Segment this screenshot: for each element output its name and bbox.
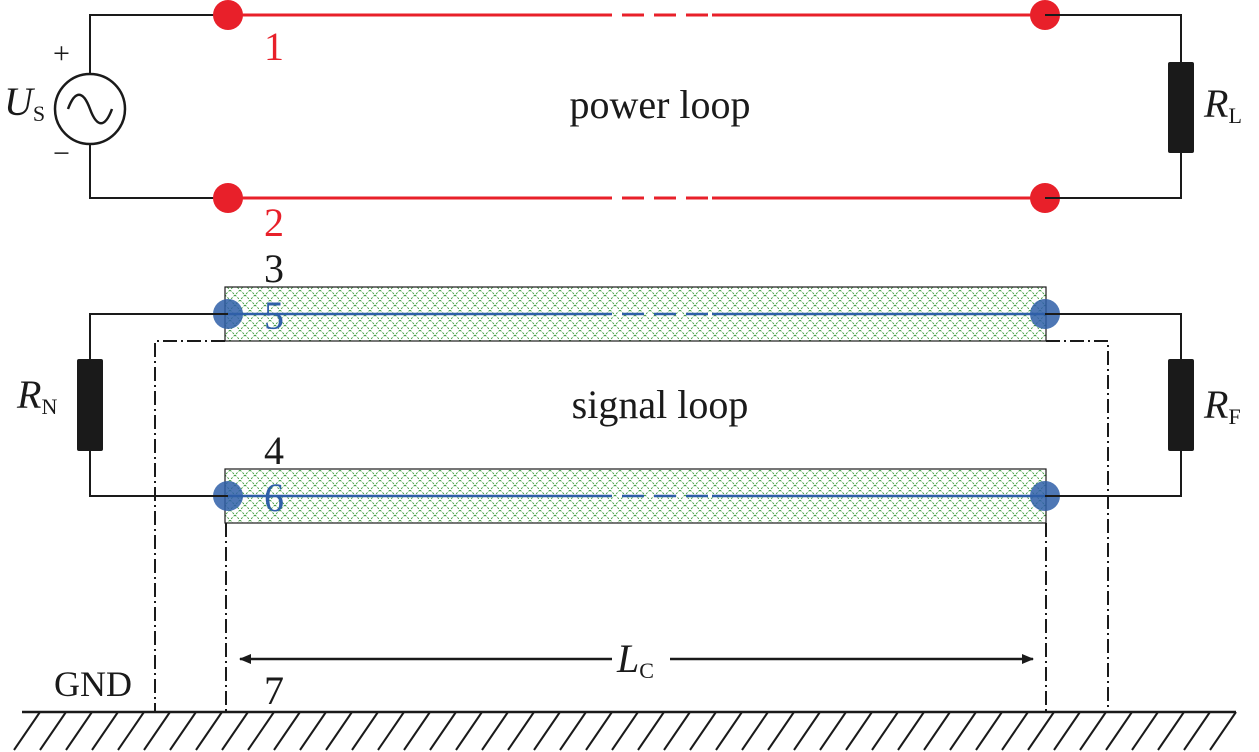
ground-hatch-line bbox=[819, 711, 847, 751]
source-wire-top bbox=[89, 14, 228, 80]
ground-hatch-line bbox=[1105, 711, 1133, 751]
power-loop: + − US 1 2 RL power loop bbox=[4, 0, 1242, 245]
shield-3-near-ground bbox=[154, 340, 225, 712]
conductor-7-label: 7 bbox=[264, 668, 284, 713]
conductor-1-near-node bbox=[213, 0, 243, 30]
ground-hatch-line bbox=[767, 711, 795, 751]
ground-hatch-line bbox=[351, 711, 379, 751]
ground-hatch-line bbox=[923, 711, 951, 751]
ground-hatch-line bbox=[1209, 711, 1237, 751]
conductor-2 bbox=[213, 183, 1060, 213]
ground-hatch-icon bbox=[13, 710, 1237, 751]
ground-hatch-line bbox=[1001, 711, 1029, 751]
source-plus-sign: + bbox=[53, 37, 70, 70]
source-minus-sign: − bbox=[53, 137, 70, 170]
conductor-5 bbox=[213, 299, 1060, 329]
conductor-6 bbox=[213, 481, 1060, 511]
signal-loop: 3 5 4 6 RN RF signal loop bbox=[16, 246, 1241, 524]
ground-hatch-line bbox=[1131, 711, 1159, 751]
ground-hatch-line bbox=[975, 711, 1003, 751]
conductor-5-label: 5 bbox=[264, 293, 284, 338]
ground-hatch-line bbox=[559, 711, 587, 751]
ground-hatch-line bbox=[715, 711, 743, 751]
near-end-label: RN bbox=[16, 372, 57, 419]
conductor-1 bbox=[213, 0, 1060, 30]
ground-hatch-line bbox=[1053, 711, 1081, 751]
length-dimension: LC bbox=[239, 636, 1034, 683]
ground-hatch-line bbox=[845, 711, 873, 751]
ground-hatch-line bbox=[273, 711, 301, 751]
load-wire bbox=[1045, 14, 1182, 199]
ground-hatch-line bbox=[169, 711, 197, 751]
ground-hatch-line bbox=[1183, 711, 1211, 751]
ground-hatch-line bbox=[299, 711, 327, 751]
conductor-2-label: 2 bbox=[264, 200, 284, 245]
ground-hatch-line bbox=[403, 711, 431, 751]
ground-hatch-line bbox=[507, 711, 535, 751]
ground-hatch-line bbox=[637, 711, 665, 751]
shield-ground-connections bbox=[154, 340, 1109, 712]
ground-hatch-line bbox=[533, 711, 561, 751]
conductor-3-label: 3 bbox=[264, 246, 284, 291]
power-loop-label: power loop bbox=[569, 82, 750, 127]
ground-hatch-line bbox=[663, 711, 691, 751]
ground-hatch-line bbox=[1157, 711, 1185, 751]
ground-hatch-line bbox=[429, 711, 457, 751]
load-label: RL bbox=[1203, 81, 1242, 128]
near-end-wire bbox=[89, 313, 228, 497]
ground-hatch-line bbox=[195, 711, 223, 751]
ground-hatch-line bbox=[325, 711, 353, 751]
ground-label: GND bbox=[54, 664, 132, 704]
ground-hatch-line bbox=[689, 711, 717, 751]
conductor-2-near-node bbox=[213, 183, 243, 213]
ground-hatch-line bbox=[897, 711, 925, 751]
ground-hatch-line bbox=[741, 711, 769, 751]
far-end-label: RF bbox=[1203, 382, 1241, 429]
ground-hatch-line bbox=[1027, 711, 1055, 751]
ground-hatch-line bbox=[13, 711, 41, 751]
load-resistor bbox=[1168, 62, 1194, 153]
source-wire-bottom bbox=[89, 138, 228, 199]
ground-hatch-line bbox=[247, 711, 275, 751]
conductor-4-label: 4 bbox=[264, 428, 284, 473]
ground-hatch-line bbox=[585, 711, 613, 751]
far-end-wire bbox=[1045, 313, 1182, 497]
ground-hatch-line bbox=[91, 711, 119, 751]
ac-source-icon bbox=[53, 72, 127, 146]
conductor-6-label: 6 bbox=[264, 475, 284, 520]
near-end-resistor bbox=[77, 359, 103, 451]
length-label: LC bbox=[616, 636, 654, 683]
ground-hatch-line bbox=[143, 711, 171, 751]
shield-3-far-ground bbox=[1046, 340, 1109, 712]
conductor-1-label: 1 bbox=[264, 24, 284, 69]
ground-hatch-line bbox=[1079, 711, 1107, 751]
signal-loop-label: signal loop bbox=[572, 382, 749, 427]
ground-hatch-line bbox=[871, 711, 899, 751]
ground-hatch-line bbox=[481, 711, 509, 751]
ground-hatch-line bbox=[455, 711, 483, 751]
ground-hatch-line bbox=[65, 711, 93, 751]
ground-hatch-line bbox=[611, 711, 639, 751]
ground-hatch-line bbox=[793, 711, 821, 751]
ground-hatch-line bbox=[377, 711, 405, 751]
ground-hatch-line bbox=[39, 711, 67, 751]
source-label: US bbox=[4, 79, 45, 126]
ground-hatch-line bbox=[949, 711, 977, 751]
far-end-resistor bbox=[1168, 359, 1194, 451]
ground-hatch-line bbox=[117, 711, 145, 751]
ground-hatch-line bbox=[221, 711, 249, 751]
